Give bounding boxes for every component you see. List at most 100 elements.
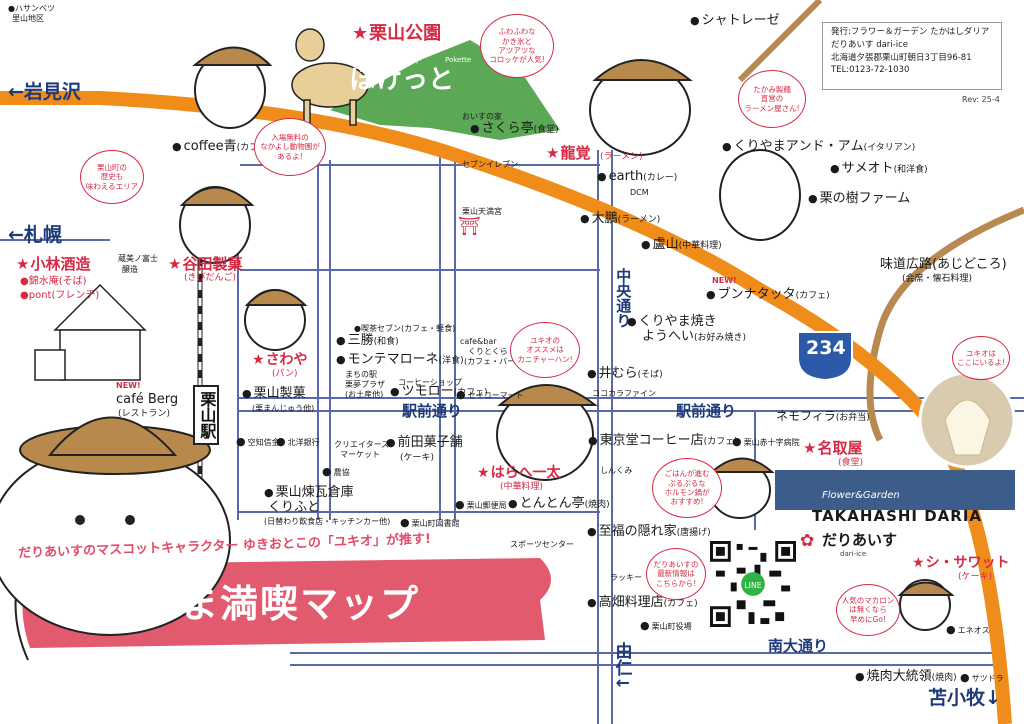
kuriyama-park: 栗山公園 — [352, 23, 441, 45]
yukio-ramen — [589, 59, 693, 156]
yukio-big — [0, 416, 231, 636]
bubble-macaron: 人気のマカロンは無くなら早めにGo! — [836, 584, 900, 636]
sanshou: 三勝(和食) — [336, 333, 399, 349]
qr-code-icon[interactable]: LINE — [710, 541, 796, 627]
flower-icon: ✿ — [800, 531, 815, 551]
dir-tomakomai: 苫小牧↓ — [928, 687, 1001, 709]
brand-dari-ice-sub: dari-ice — [840, 550, 867, 558]
svg-text:LINE: LINE — [744, 581, 761, 590]
natoriya-sub: (食堂) — [838, 458, 864, 468]
kurabu-fuji-2: 醸造 — [122, 265, 138, 274]
takahata: 高畑料理店(カフェ) — [587, 595, 698, 611]
harahe-ichita: はらへ一太 — [477, 465, 561, 481]
publisher-line3: 北海道夕張郡栗山町朝日3丁目96-81 — [831, 52, 972, 63]
kobayashi-sake: 小林酒造 — [16, 255, 90, 273]
bubble-kani: ユキオのオススメはカニチャーハン! — [510, 322, 580, 378]
route-234-number: 234 — [806, 337, 846, 359]
imura: 井むら(そば) — [587, 366, 663, 382]
yukio-ekimae — [496, 384, 598, 481]
seicomart: セイコーマート — [456, 389, 524, 402]
revision: Rev: 25-4 — [962, 95, 1000, 104]
yukio-shisa — [897, 579, 955, 631]
house-illustration — [34, 283, 147, 381]
dir-sapporo: ←札幌 — [8, 224, 62, 246]
road-label-minami: 南大通り — [768, 637, 829, 655]
yakiniku: 焼肉大統領(焼肉) — [855, 669, 957, 685]
shop-illustration — [775, 470, 1015, 510]
road-label-chuo: 中央通り — [614, 268, 633, 328]
kuriyaki: くりやま焼き — [627, 314, 717, 330]
pont: ●pont(フレンチ) — [20, 290, 100, 301]
natoriya: 名取屋 — [803, 439, 862, 457]
pokette-sub: かき氷＆フード — [360, 56, 424, 66]
kuriyama-seika-sub: (栗まんじゅう他) — [252, 404, 315, 413]
brown-road — [737, 0, 823, 83]
station-label: 栗山駅 — [193, 385, 220, 445]
tanida-seika: 谷田製菓 — [168, 255, 242, 273]
new-badge-1: NEW! — [712, 276, 737, 285]
sports-center: スポーツセンター — [510, 540, 574, 549]
dcm: DCM — [630, 188, 649, 197]
bubble-ryukaku: たかみ製麺直営のラーメン屋さん! — [738, 70, 806, 128]
harahe-sub: (中華料理) — [500, 482, 544, 492]
kuriyama-andam: くりやまアンド・アム(イタリアン) — [722, 139, 916, 155]
cafe-berg-sub: (レストラン) — [118, 409, 171, 419]
dir-iwamizawa: ←岩見沢 — [8, 81, 81, 103]
brown-road-right — [866, 206, 1024, 442]
tanida-sub: (きびだんご) — [184, 273, 237, 283]
kurabu-fuji-1: 蔵美ノ富士 — [118, 254, 158, 263]
yukio-andam — [719, 149, 801, 241]
hassanbetsu-1: ●ハサンベツ — [8, 4, 55, 13]
sawaya: さわや — [252, 352, 308, 368]
road-label-ekimae-right: 駅前通り — [676, 402, 737, 420]
machinoeki-2: 栗夢プラザ — [345, 380, 385, 389]
torii-icon: ⛩ — [458, 216, 481, 237]
shi-sawatto: シ・サワット — [912, 555, 1010, 571]
brand-flower-garden: Flower&Garden — [822, 490, 900, 501]
brand-takahashi: TAKAHASHI DARIA — [812, 507, 983, 525]
road-label-ekimae-left: 駅前通り — [402, 402, 463, 420]
tokyodo: 東京堂コーヒー店(カフェ) — [588, 433, 738, 449]
bubble-pokette: ふわふわなかき氷とアツアツなコロッケが人気! — [480, 14, 554, 78]
kuriyama-seika: 栗山製菓 — [242, 386, 306, 402]
kurinoki-farm: 栗の樹ファーム — [808, 191, 911, 207]
publisher-line4: TEL:0123-72-1030 — [831, 65, 910, 76]
yukio-natoriya — [709, 457, 775, 519]
tontontei: とんとん亭(焼肉) — [508, 496, 610, 512]
buntataka: ブンナタッタ(カフェ) — [706, 287, 830, 303]
yukio-tanida — [179, 186, 255, 264]
publisher-line1: 発行:フラワー＆ガーデン たかはしダリア — [831, 27, 990, 37]
bubble-history: 栗山町の歴史も味わえるエリア — [80, 150, 144, 204]
library: 栗山町図書館 — [400, 517, 460, 530]
kissa-seven: ●喫茶セブン(カフェ・軽食) — [354, 324, 456, 333]
route-234-badge — [797, 331, 853, 382]
earth: earth(カレー) — [597, 169, 678, 185]
bubble-here: ユキオはここにいるよ! — [952, 336, 1010, 380]
bubble-zoo: 入場無料のなかよし動物園があるよ! — [254, 118, 326, 176]
lucky: ラッキー — [610, 573, 642, 582]
renga-sub: (日替わり飲食店・キッチンカー他) — [264, 517, 391, 526]
yubinkyoku: 栗山郵便局 — [455, 499, 507, 512]
new-badge-2: NEW! — [116, 381, 141, 390]
cafebar-1: cafe&bar — [460, 337, 497, 346]
sharetese: シャトレーゼ — [690, 13, 780, 29]
pokette-en: Pokette — [445, 56, 472, 64]
yakuba: 栗山町役場 — [640, 620, 692, 633]
seven-eleven: セブンイレブン — [462, 160, 518, 169]
tsumoro-pre: コーヒーショップ — [398, 378, 462, 387]
shi-sawatto-sub: (ケーキ) — [958, 572, 993, 582]
ajidokoro-sub: (会席・懐石料理) — [902, 274, 973, 284]
nemofira: ネモフィラ(お弁当) — [776, 409, 870, 423]
deer-illustration — [291, 28, 369, 126]
renga-2: くりふと — [268, 500, 321, 515]
maeda-sub: (ケーキ) — [400, 453, 435, 463]
rozan: 盧山(中華料理) — [641, 237, 722, 253]
renga-1: 栗山煉瓦倉庫 — [264, 485, 354, 501]
tenmangu: 栗山天満宮 — [462, 207, 502, 216]
bubble-horumon: ごはんが進むぷるぷるなホルモン鍋がおすすめ! — [652, 458, 722, 518]
map-title: くりやま満喫マップ — [60, 582, 421, 626]
publisher-info: 発行:フラワー＆ガーデン たかはしダリア だりあいす dari-ice 北海道夕… — [822, 22, 1002, 90]
machinoeki-3: (お土産他) — [345, 390, 384, 399]
nokyo: 農協 — [322, 466, 350, 479]
